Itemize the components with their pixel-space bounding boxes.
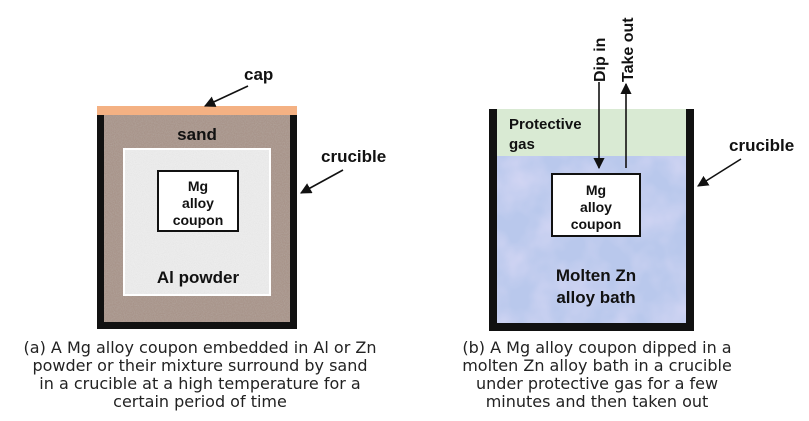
cap <box>97 106 297 115</box>
caption-b-line-4: minutes and then taken out <box>486 392 709 411</box>
crucible-label-a: crucible <box>321 147 386 166</box>
dip-in-label: Dip in <box>592 38 609 82</box>
take-out-label: Take out <box>620 17 637 82</box>
gas-line-1: Protective <box>509 116 582 133</box>
panel-b: Protective gas Mg alloy coupon Molten Zn… <box>462 17 794 411</box>
crucible-arrow-a <box>300 169 344 194</box>
coupon-line-3-a: coupon <box>173 212 224 228</box>
gas-line-2: gas <box>509 136 535 153</box>
caption-a-line-4: certain period of time <box>113 392 287 411</box>
coupon-line-2-a: alloy <box>182 195 214 211</box>
crucible-arrow-b <box>697 158 742 187</box>
caption-b-line-2: molten Zn alloy bath in a crucible <box>462 356 732 375</box>
coupon-line-1-b: Mg <box>586 182 606 198</box>
caption-b-line-3: under protective gas for a few <box>476 374 718 393</box>
sand-label: sand <box>177 125 217 144</box>
panel-a: sand Mg alloy coupon Al powder cap cruci… <box>24 65 387 411</box>
bath-line-2: alloy bath <box>556 288 635 307</box>
cap-arrow <box>203 85 249 107</box>
crucible-label-b: crucible <box>729 136 794 155</box>
caption-b-line-1: (b) A Mg alloy coupon dipped in a <box>462 338 731 357</box>
mg-coupon-a <box>157 170 239 232</box>
protective-gas-region <box>497 109 686 156</box>
caption-a-line-3: in a crucible at a high temperature for … <box>39 374 360 393</box>
bath-line-1: Molten Zn <box>556 266 636 285</box>
caption-a-line-2: powder or their mixture surround by sand <box>32 356 367 375</box>
caption-a-line-1: (a) A Mg alloy coupon embedded in Al or … <box>24 338 377 357</box>
mg-coupon-b <box>551 173 641 237</box>
coupon-line-2-b: alloy <box>580 199 612 215</box>
coupon-line-3-b: coupon <box>571 216 622 232</box>
al-powder-label: Al powder <box>157 268 240 287</box>
coupon-line-1-a: Mg <box>188 178 208 194</box>
cap-label: cap <box>244 65 273 84</box>
